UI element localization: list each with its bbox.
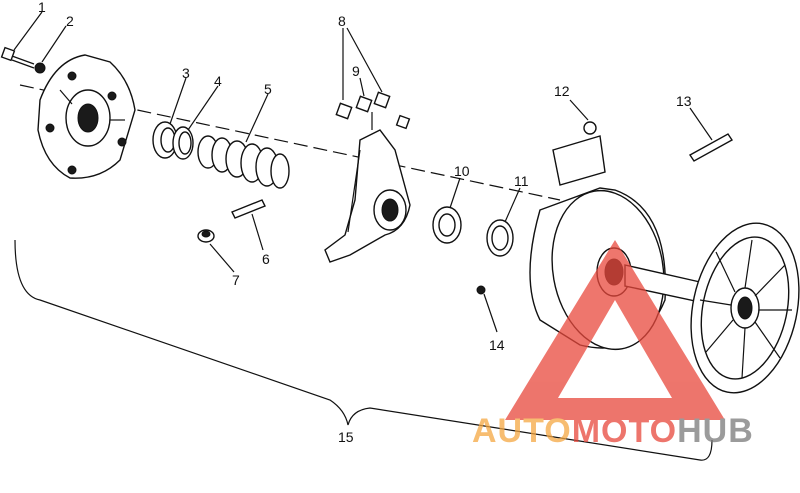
callout-12: 12 <box>554 83 570 99</box>
callout-14: 14 <box>489 337 505 353</box>
callout-13: 13 <box>676 93 692 109</box>
callout-4: 4 <box>214 73 222 89</box>
watermark-moto: MOTO <box>572 412 677 450</box>
callout-2: 2 <box>66 13 74 29</box>
callout-6: 6 <box>262 251 270 267</box>
part-thrust-washer <box>432 206 462 244</box>
part-bolt <box>0 46 35 69</box>
callout-9: 9 <box>352 63 360 79</box>
part-tag <box>552 121 606 186</box>
part-pin <box>231 199 266 219</box>
part-cover-plate <box>37 54 136 179</box>
callout-10: 10 <box>454 163 470 179</box>
watermark-hub: HUB <box>677 412 754 450</box>
part-sleeve-bushing <box>486 219 514 257</box>
part-long-bolt <box>688 133 734 162</box>
leader-lines <box>13 11 713 461</box>
watermark-auto: AUTO <box>472 412 572 450</box>
part-ring <box>172 126 194 160</box>
callout-7: 7 <box>232 272 240 288</box>
watermark-triangle-icon <box>505 240 725 420</box>
part-fixed-sheave <box>690 222 800 394</box>
svg-text:AUTOMOTOHUB: AUTOMOTOHUB <box>472 412 754 450</box>
callout-8: 8 <box>338 13 346 29</box>
callout-5: 5 <box>264 81 272 97</box>
callout-3: 3 <box>182 65 190 81</box>
part-spring <box>197 135 290 189</box>
callout-11: 11 <box>514 173 529 189</box>
part-small-bushing <box>197 229 215 243</box>
callout-1: 1 <box>38 0 46 15</box>
part-washer <box>34 62 46 74</box>
part-nuts <box>335 91 411 130</box>
part-bushing <box>152 121 178 159</box>
callout-15: 15 <box>338 429 354 445</box>
part-small-nut <box>476 285 486 295</box>
part-spider-arm <box>324 112 411 263</box>
watermark-logo: AUTOMOTOHUB <box>472 240 754 450</box>
callout-labels: 1 2 3 4 5 6 7 8 9 10 11 12 13 14 15 <box>38 0 692 445</box>
